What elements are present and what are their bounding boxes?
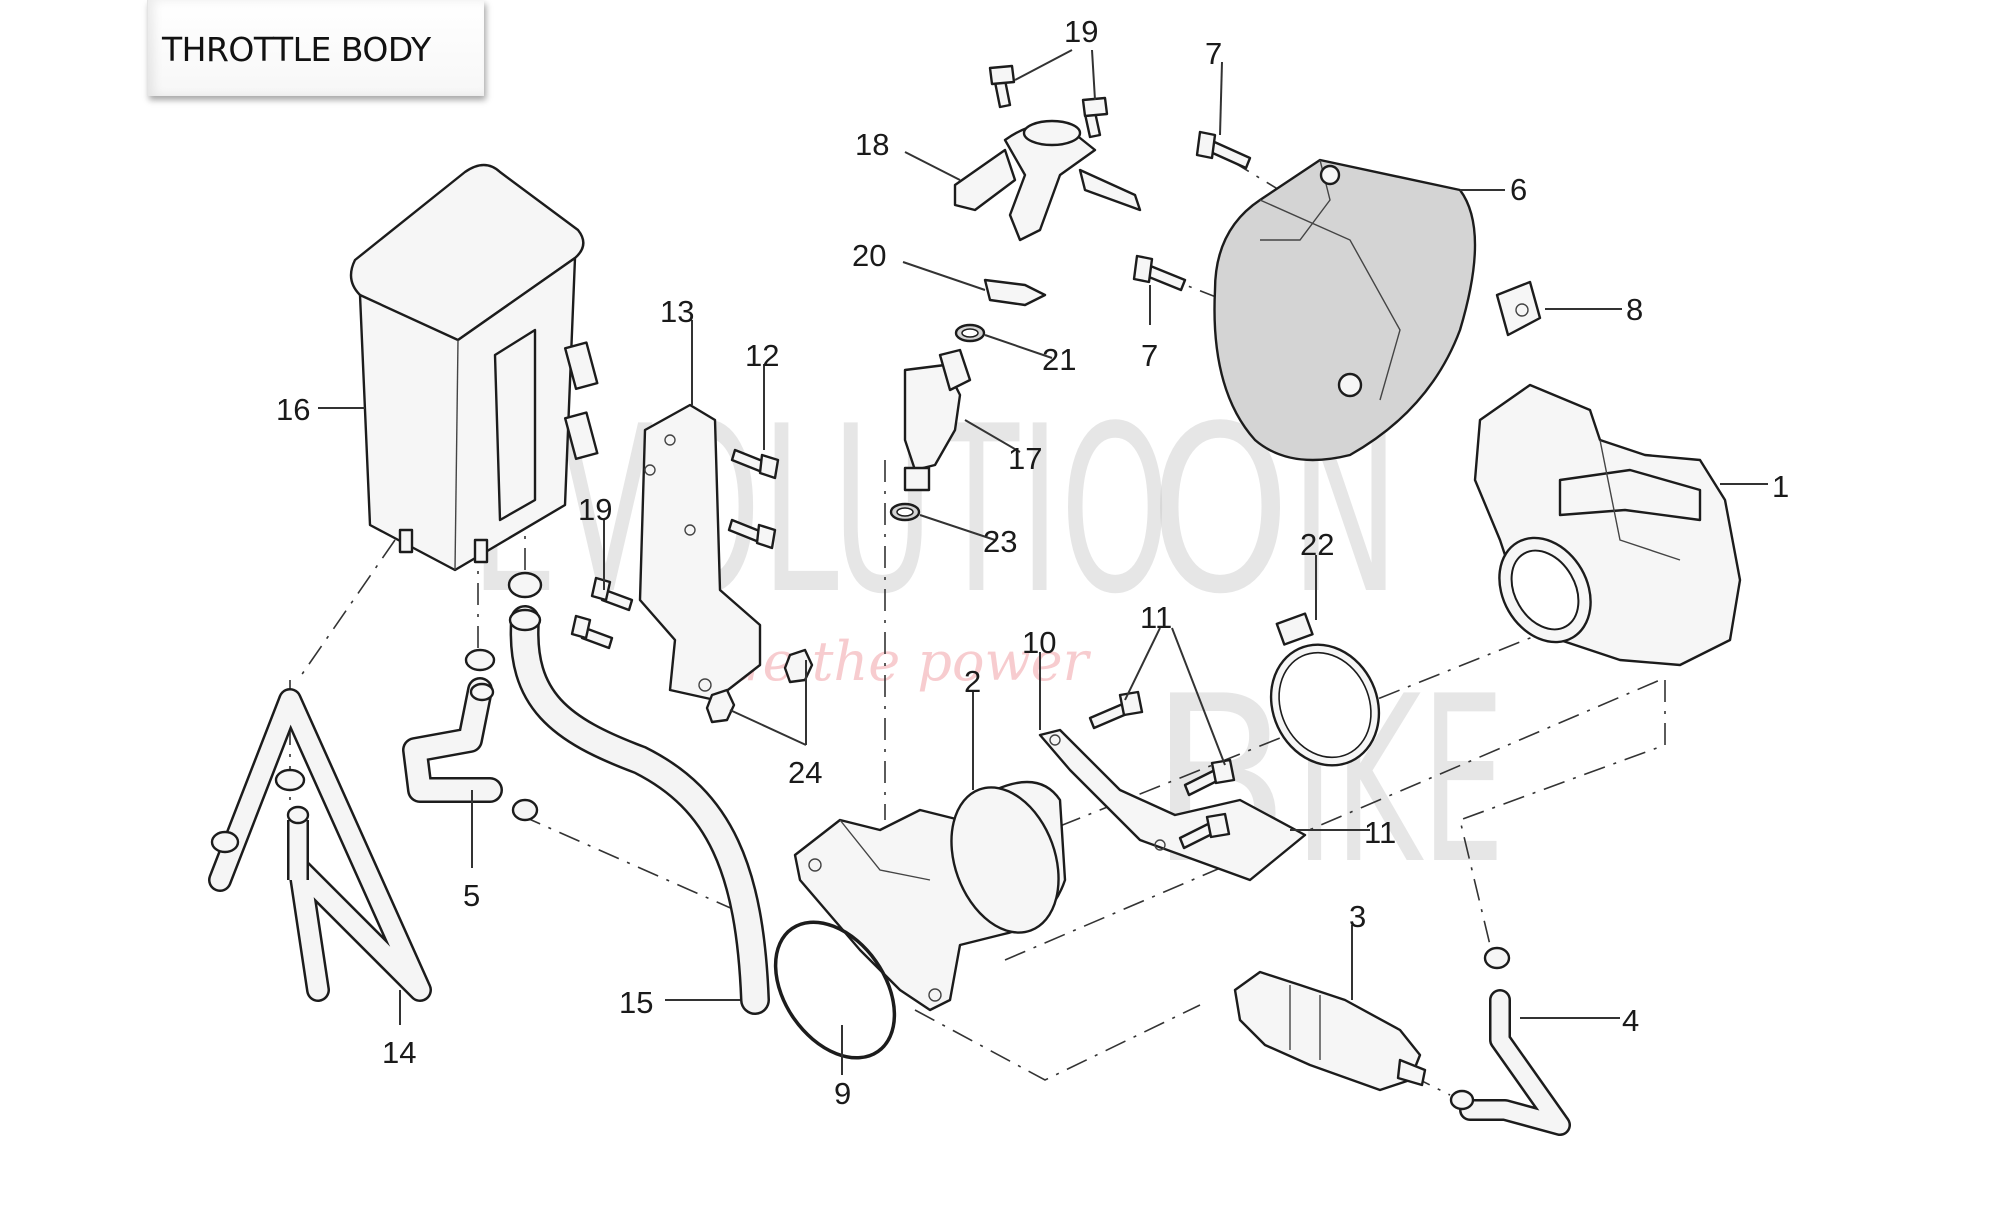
part-12-bolts[interactable] — [727, 448, 780, 550]
part-24-nuts[interactable] — [705, 648, 814, 724]
callout-18[interactable]: 18 — [855, 127, 889, 162]
part-23-o-ring[interactable] — [889, 502, 921, 522]
callout-23[interactable]: 23 — [983, 524, 1017, 559]
part-16-canister[interactable] — [349, 163, 599, 572]
callout-13[interactable]: 13 — [660, 294, 694, 329]
part-10-bracket[interactable] — [1038, 728, 1307, 882]
callout-19[interactable]: 19 — [1064, 14, 1098, 49]
part-5-elbow-hose[interactable] — [402, 648, 539, 822]
part-15-hose[interactable] — [507, 571, 770, 1015]
part-11-bolts[interactable] — [1088, 690, 1236, 850]
part-22-hose-clamp[interactable] — [1252, 612, 1399, 784]
part-20-clip[interactable] — [983, 278, 1047, 307]
part-2-intake-manifold[interactable] — [793, 772, 1078, 1012]
callout-8[interactable]: 8 — [1626, 292, 1643, 327]
part-13-bracket[interactable] — [638, 403, 762, 702]
callout-labels: 19 18 7 6 20 13 12 8 7 21 16 1 17 19 23 … — [276, 14, 1789, 1111]
page-title: THROTTLE BODY — [162, 30, 431, 69]
part-7-bolts[interactable] — [1132, 130, 1252, 292]
callout-14[interactable]: 14 — [382, 1035, 416, 1070]
axis-line — [1459, 680, 1666, 946]
callout-6[interactable]: 6 — [1510, 172, 1527, 207]
axis-line — [297, 539, 396, 681]
axis-line — [519, 814, 736, 911]
part-6-cover[interactable] — [1213, 158, 1477, 462]
callout-20[interactable]: 20 — [852, 238, 886, 273]
callout-2[interactable]: 2 — [964, 664, 981, 699]
axis-line — [914, 1004, 1201, 1081]
callout-24[interactable]: 24 — [788, 755, 822, 790]
callout-1[interactable]: 1 — [1772, 469, 1789, 504]
callout-22[interactable]: 22 — [1300, 527, 1334, 562]
callout-4[interactable]: 4 — [1622, 1003, 1639, 1038]
callout-7[interactable]: 7 — [1205, 36, 1222, 71]
part-21-o-ring[interactable] — [954, 323, 986, 343]
part-4-hose[interactable] — [1449, 946, 1571, 1136]
part-8-clip[interactable] — [1495, 280, 1542, 337]
part-1-throttle-body[interactable] — [1473, 383, 1742, 667]
callout-21[interactable]: 21 — [1042, 342, 1076, 377]
part-18-fuel-fitting[interactable] — [953, 119, 1142, 242]
callout-19[interactable]: 19 — [578, 492, 612, 527]
part-19-bolts-left[interactable] — [570, 576, 634, 650]
callout-15[interactable]: 15 — [619, 985, 653, 1020]
part-17-injector[interactable] — [903, 348, 972, 492]
callout-10[interactable]: 10 — [1022, 625, 1056, 660]
title-box: THROTTLE BODY — [147, 0, 484, 96]
callout-3[interactable]: 3 — [1349, 899, 1366, 934]
axis-line — [1004, 679, 1661, 961]
part-3-valve[interactable] — [1233, 970, 1427, 1092]
callout-7[interactable]: 7 — [1141, 338, 1158, 373]
part-19-bolts-top[interactable] — [988, 64, 1109, 139]
axis-line — [899, 609, 1601, 891]
callout-12[interactable]: 12 — [745, 338, 779, 373]
part-14-hose[interactable] — [208, 688, 432, 1002]
callout-17[interactable]: 17 — [1008, 441, 1042, 476]
callout-16[interactable]: 16 — [276, 392, 310, 427]
callout-11[interactable]: 11 — [1364, 815, 1396, 850]
leader-lines — [318, 49, 1768, 1075]
part-9-o-ring[interactable] — [751, 900, 919, 1080]
callout-5[interactable]: 5 — [463, 878, 480, 913]
callout-11[interactable]: 11 — [1140, 600, 1172, 635]
callout-9[interactable]: 9 — [834, 1076, 851, 1111]
